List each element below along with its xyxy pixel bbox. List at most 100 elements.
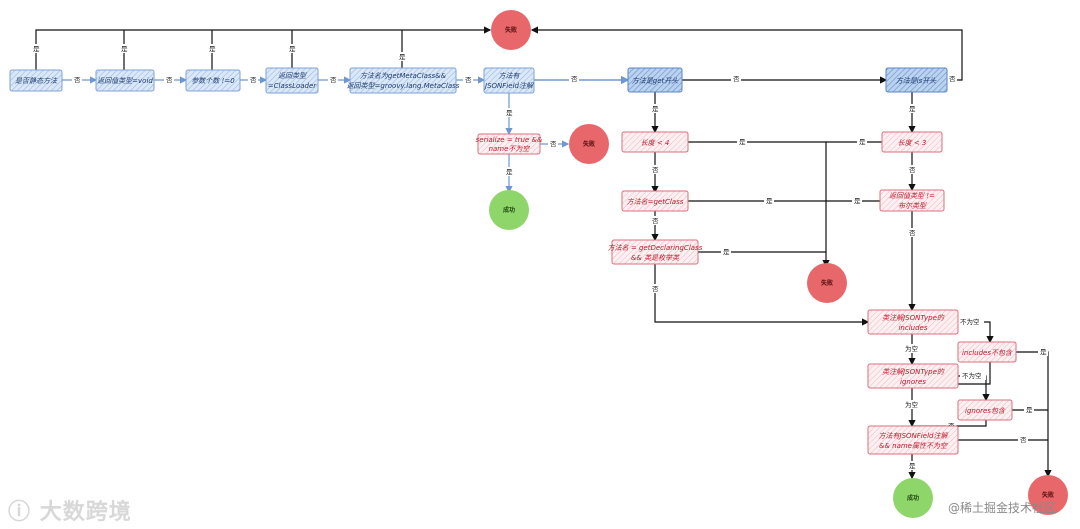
label-yes: 是 bbox=[723, 248, 730, 256]
fail-circle-serialize: 失败 bbox=[569, 124, 609, 164]
label-yes: 是 bbox=[739, 138, 746, 146]
svg-text:ignores包含: ignores包含 bbox=[965, 407, 1006, 415]
label-yes: 是 bbox=[209, 45, 216, 53]
label-empty: 为空 bbox=[905, 344, 919, 353]
label-yes: 是 bbox=[766, 197, 773, 205]
svg-text:&& 类是枚举类: && 类是枚举类 bbox=[631, 254, 680, 262]
label-no: 否 bbox=[909, 229, 916, 237]
svg-text:方法有: 方法有 bbox=[499, 72, 521, 80]
label-no: 否 bbox=[652, 217, 659, 225]
fail-circle-mid: 失败 bbox=[807, 263, 847, 303]
blue-nodes: 是否静态方法 返回值类型=void 参数个数 !=0 返回类型 =ClassLo… bbox=[9, 67, 948, 94]
label-no: 否 bbox=[330, 76, 337, 84]
label-no: 否 bbox=[1020, 436, 1027, 444]
label-yes: 是 bbox=[854, 197, 861, 205]
edge-labels: 是 是 是 是 是 否 否 否 否 否 否 否 是 否 是 否 是 是 是 是 … bbox=[31, 44, 1048, 470]
watermark-logo-icon: ⓘ bbox=[8, 500, 32, 525]
node-getclass: 方法名=getClass bbox=[621, 190, 689, 212]
svg-text:返回类型=groovy.lang.MetaClass: 返回类型=groovy.lang.MetaClass bbox=[347, 82, 460, 90]
svg-text:成功: 成功 bbox=[503, 206, 515, 214]
label-yes: 是 bbox=[399, 53, 406, 61]
svg-text:参数个数 !=0: 参数个数 !=0 bbox=[191, 77, 235, 85]
svg-text:includes: includes bbox=[898, 324, 927, 332]
edge-declaring-no bbox=[654, 264, 870, 326]
node-ignores-contain: ignores包含 bbox=[957, 399, 1013, 421]
edges bbox=[35, 26, 1052, 480]
label-yes: 是 bbox=[859, 138, 866, 146]
node-getmetaclass: 方法名为getMetaClass&& 返回类型=groovy.lang.Meta… bbox=[347, 67, 460, 94]
label-no: 否 bbox=[949, 75, 956, 83]
node-param-count: 参数个数 !=0 bbox=[185, 69, 241, 92]
fail-circle-top: 失败 bbox=[491, 10, 531, 50]
label-yes: 是 bbox=[506, 168, 513, 176]
svg-text:返回值类型 !=: 返回值类型 != bbox=[889, 192, 935, 200]
label-yes: 是 bbox=[1040, 348, 1047, 356]
node-starts-get: 方法是get开头 bbox=[627, 67, 683, 93]
svg-text:serialize = true &&: serialize = true && bbox=[476, 136, 543, 144]
node-serialize: serialize = true && name不为空 bbox=[476, 133, 543, 155]
edge-len4-yes bbox=[688, 141, 830, 268]
node-is-static: 是否静态方法 bbox=[9, 69, 63, 92]
label-yes: 是 bbox=[506, 109, 513, 117]
svg-text:方法有JSONField注解: 方法有JSONField注解 bbox=[879, 432, 949, 440]
svg-text:name不为空: name不为空 bbox=[489, 145, 531, 153]
svg-text:类注解JSONType的: 类注解JSONType的 bbox=[882, 368, 945, 376]
label-no: 否 bbox=[550, 140, 557, 148]
node-has-jsonfield: 方法有 JSONField注解 bbox=[483, 67, 535, 94]
svg-text:方法名为getMetaClass&&: 方法名为getMetaClass&& bbox=[360, 72, 447, 80]
label-no: 否 bbox=[652, 166, 659, 174]
node-starts-is: 方法是is开头 bbox=[885, 67, 948, 93]
svg-text:失败: 失败 bbox=[505, 26, 517, 34]
label-yes: 是 bbox=[289, 45, 296, 53]
svg-text:方法是is开头: 方法是is开头 bbox=[896, 77, 938, 85]
svg-text:类注解JSONType的: 类注解JSONType的 bbox=[882, 314, 945, 322]
watermark-left-text: 大数跨境 bbox=[39, 500, 132, 525]
svg-text:长度 < 3: 长度 < 3 bbox=[898, 139, 927, 147]
label-yes: 是 bbox=[33, 45, 40, 53]
svg-text:返回值类型=void: 返回值类型=void bbox=[97, 77, 153, 85]
label-yes: 是 bbox=[909, 462, 916, 470]
svg-text:JSONField注解: JSONField注解 bbox=[483, 82, 534, 90]
node-jsonfield-name: 方法有JSONField注解 && name属性不为空 bbox=[867, 425, 959, 455]
svg-text:返回类型: 返回类型 bbox=[278, 72, 307, 80]
svg-text:是否静态方法: 是否静态方法 bbox=[15, 77, 58, 85]
label-no: 否 bbox=[733, 75, 740, 83]
svg-text:失败: 失败 bbox=[821, 279, 833, 287]
label-empty: 为空 bbox=[905, 400, 919, 409]
label-yes: 是 bbox=[1026, 406, 1033, 414]
watermark-right: @稀土掘金技术社区 bbox=[948, 501, 1057, 515]
svg-text:长度 < 4: 长度 < 4 bbox=[641, 139, 670, 147]
red-nodes: serialize = true && name不为空 长度 < 4 长度 < … bbox=[476, 131, 1017, 455]
label-no: 否 bbox=[909, 166, 916, 174]
label-no: 否 bbox=[250, 76, 257, 84]
svg-text:=ClassLoader: =ClassLoader bbox=[268, 82, 318, 90]
svg-text:失败: 失败 bbox=[1042, 491, 1054, 499]
success-circle-bottom: 成功 bbox=[893, 478, 933, 518]
svg-text:布尔类型: 布尔类型 bbox=[898, 202, 927, 210]
svg-text:方法名=getClass: 方法名=getClass bbox=[627, 198, 684, 206]
node-getdeclaringclass: 方法名 = getDeclaringClass && 类是枚举类 bbox=[608, 239, 703, 265]
node-return-not-bool: 返回值类型 != 布尔类型 bbox=[879, 189, 945, 212]
edge-static-yes bbox=[35, 26, 492, 70]
node-length-lt3: 长度 < 3 bbox=[881, 131, 943, 153]
label-no: 否 bbox=[571, 75, 578, 83]
svg-text:失败: 失败 bbox=[583, 140, 595, 148]
node-return-classloader: 返回类型 =ClassLoader bbox=[265, 67, 319, 94]
node-length-lt4: 长度 < 4 bbox=[621, 131, 689, 153]
label-not-empty: 不为空 bbox=[962, 371, 982, 380]
success-circle-left: 成功 bbox=[489, 190, 529, 230]
label-yes: 是 bbox=[121, 45, 128, 53]
label-yes: 是 bbox=[909, 105, 916, 113]
watermark-left: ⓘ 大数跨境 bbox=[8, 494, 132, 526]
label-no: 否 bbox=[74, 76, 81, 84]
svg-text:成功: 成功 bbox=[907, 494, 919, 502]
svg-text:方法是get开头: 方法是get开头 bbox=[632, 77, 679, 85]
svg-text:&& name属性不为空: && name属性不为空 bbox=[879, 442, 948, 450]
node-jsontype-ignores: 类注解JSONType的 ignores bbox=[867, 363, 959, 389]
label-no: 否 bbox=[465, 76, 472, 84]
node-jsontype-includes: 类注解JSONType的 includes bbox=[867, 309, 959, 335]
label-not-empty: 不为空 bbox=[960, 317, 980, 326]
node-includes-not-contain: includes不包含 bbox=[957, 341, 1017, 363]
label-no: 否 bbox=[652, 285, 659, 293]
